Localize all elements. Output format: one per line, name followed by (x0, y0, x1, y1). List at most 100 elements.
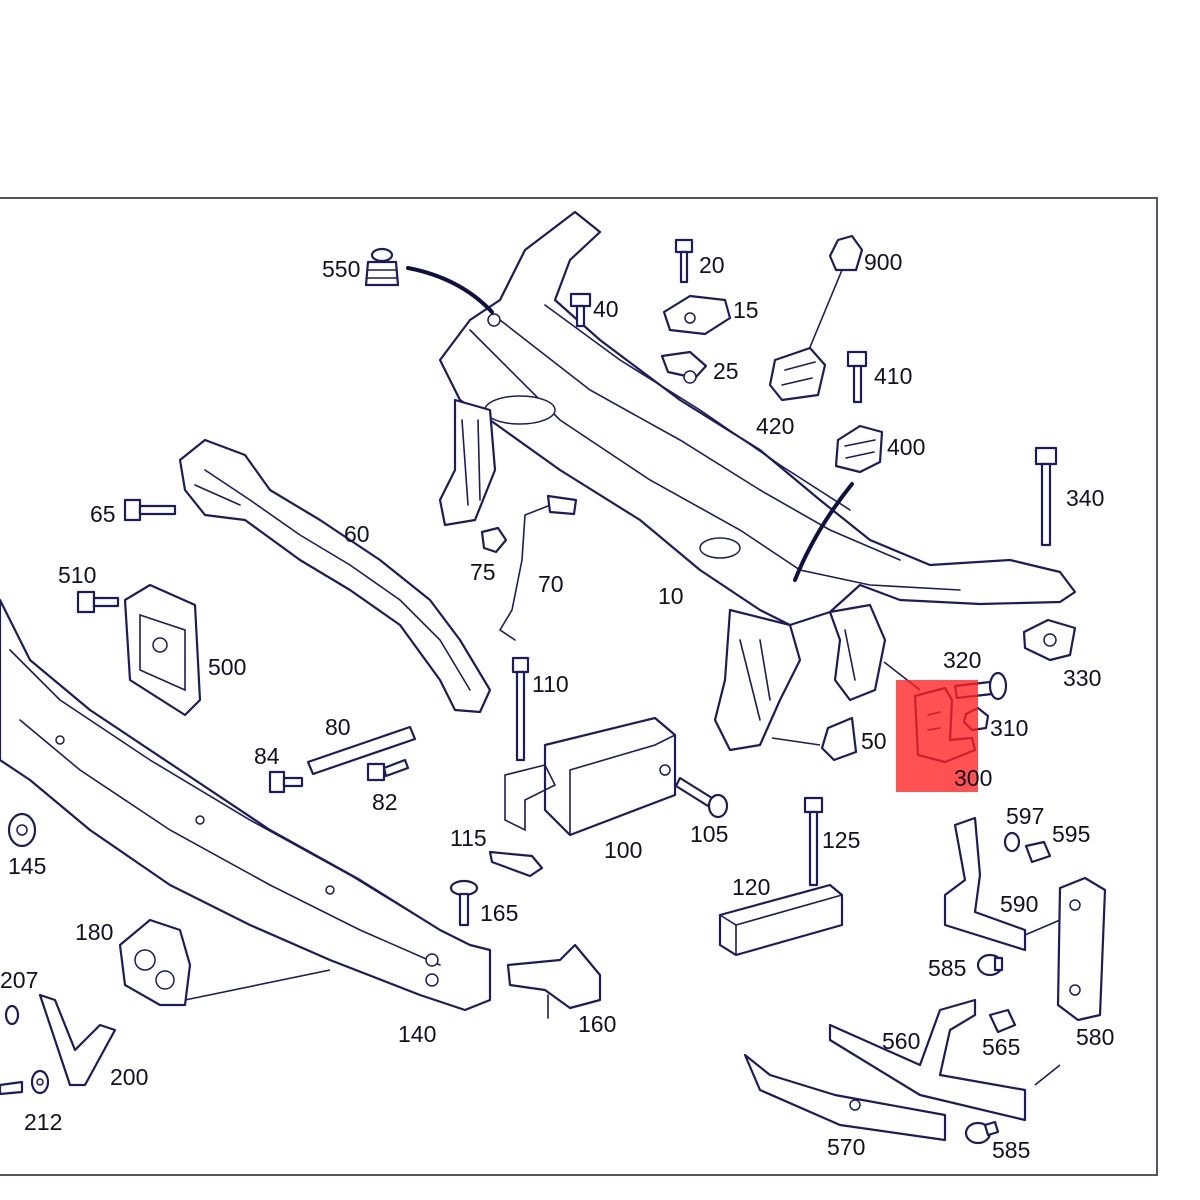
callout-84: 84 (254, 743, 280, 769)
bolt-510 (76, 590, 120, 614)
callout-140: 140 (398, 1021, 436, 1047)
bolt-595 (1024, 840, 1052, 864)
washer-597 (1003, 831, 1021, 853)
callout-207: 207 (0, 967, 38, 993)
bracket-15 (662, 294, 732, 336)
callout-145: 145 (8, 853, 46, 879)
callout-40: 40 (593, 296, 619, 322)
bracket-590 (943, 816, 1027, 952)
callout-125: 125 (822, 827, 860, 853)
callout-550: 550 (322, 256, 360, 282)
nut-145 (7, 812, 37, 848)
bolt-565 (988, 1008, 1017, 1034)
module-100 (504, 716, 677, 837)
callout-597: 597 (1006, 803, 1044, 829)
callout-120: 120 (732, 874, 770, 900)
leader-400 (793, 482, 854, 582)
callout-75: 75 (470, 559, 496, 585)
callout-50: 50 (861, 728, 887, 754)
callout-570: 570 (827, 1134, 865, 1160)
leader-50 (771, 737, 821, 746)
callout-212: 212 (24, 1109, 62, 1135)
callout-80: 80 (325, 714, 351, 740)
callout-15: 15 (733, 297, 759, 323)
tag-900 (828, 234, 864, 272)
bolt-20 (674, 238, 694, 284)
latch-400 (834, 424, 884, 474)
callout-10: 10 (658, 583, 684, 609)
callout-60: 60 (344, 521, 370, 547)
callout-110: 110 (532, 671, 569, 697)
clip-75 (480, 526, 508, 554)
callout-25: 25 (713, 358, 739, 384)
plate-25 (660, 350, 708, 384)
callout-70: 70 (538, 571, 564, 597)
washer-207 (4, 1004, 20, 1026)
callout-160: 160 (578, 1011, 616, 1037)
bolt-340 (1034, 446, 1058, 547)
leader-180 (184, 969, 331, 1001)
callout-200: 200 (110, 1064, 148, 1090)
bolt-65 (123, 498, 177, 522)
bracket-560 (828, 998, 1027, 1122)
callout-65: 65 (90, 501, 116, 527)
callout-595: 595 (1052, 821, 1090, 847)
callout-310: 310 (990, 715, 1028, 741)
bracket-160 (506, 943, 602, 1019)
leader-900 (807, 269, 843, 353)
callout-510: 510 (58, 562, 96, 588)
bolt-105 (674, 776, 729, 819)
callout-585-lower: 585 (992, 1137, 1030, 1163)
callout-100: 100 (604, 837, 642, 863)
callout-300: 300 (954, 765, 992, 791)
callout-400: 400 (887, 434, 925, 460)
leader-550 (406, 266, 494, 314)
bolt-410 (846, 350, 868, 404)
washer-212 (30, 1069, 50, 1095)
bracket-200 (38, 993, 117, 1087)
callout-340: 340 (1066, 485, 1104, 511)
lock-420 (768, 346, 827, 402)
bracket-500 (123, 583, 202, 717)
callout-115: 115 (450, 825, 487, 851)
screw-165 (449, 879, 479, 927)
callout-410: 410 (874, 363, 912, 389)
rod-80 (306, 725, 417, 776)
callout-580: 580 (1076, 1024, 1114, 1050)
callout-900: 900 (864, 249, 902, 275)
bracket-580 (1056, 876, 1107, 1022)
callout-82: 82 (372, 789, 398, 815)
beam-140 (0, 598, 492, 1012)
callout-105: 105 (690, 821, 728, 847)
bolt-585-lower (964, 1120, 1000, 1145)
callout-590: 590 (1000, 891, 1038, 917)
spacer-115 (488, 850, 544, 878)
bolt-82 (366, 758, 410, 782)
callout-585-upper: 585 (928, 955, 966, 981)
callout-labels: 10 15 20 25 40 50 60 65 70 75 80 82 84 1… (0, 249, 1114, 1163)
callout-320: 320 (943, 647, 981, 673)
callout-20: 20 (699, 252, 725, 278)
shield-180 (118, 918, 192, 1007)
line-70 (498, 494, 578, 641)
bolt-585-upper (976, 953, 1004, 977)
bracket-330 (1022, 618, 1077, 662)
callout-165: 165 (480, 900, 518, 926)
leader-580 (1024, 919, 1061, 1086)
callout-180: 180 (75, 919, 113, 945)
bracket-50 (820, 716, 858, 762)
bolt-84 (268, 770, 304, 794)
grommet-550 (364, 247, 400, 287)
radiator-support-10 (438, 210, 1077, 752)
highlight-box-300 (896, 680, 978, 792)
bolt-left-edge (0, 1080, 24, 1096)
bolt-125 (803, 796, 824, 887)
callout-565: 565 (982, 1034, 1020, 1060)
bolt-110 (511, 656, 530, 762)
carrier-60 (178, 438, 492, 714)
diagram-frame (0, 197, 1158, 1176)
bolt-40 (569, 292, 592, 328)
callout-330: 330 (1063, 665, 1101, 691)
bracket-570 (743, 1053, 947, 1142)
